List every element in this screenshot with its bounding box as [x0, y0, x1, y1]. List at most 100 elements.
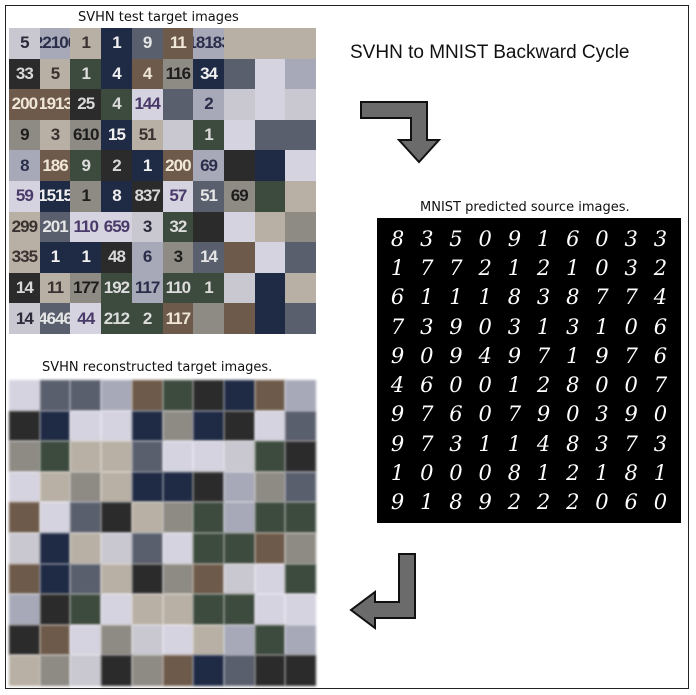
- svhn-image-cell: 9: [70, 150, 102, 181]
- svhn-image-cell: 144: [131, 89, 163, 120]
- svhn-reconstructed-cell: [162, 655, 194, 686]
- svhn-image-cell: 25: [70, 89, 102, 120]
- svhn-image-cell: 69: [223, 181, 255, 212]
- mnist-digit-cell: 8: [507, 461, 522, 486]
- svhn-reconstructed-cell: [101, 533, 132, 564]
- mnist-digit-cell: 7: [536, 343, 551, 368]
- svhn-digit-text: 4646: [39, 308, 71, 328]
- mnist-digit-cell: 2: [507, 490, 522, 515]
- svhn-image-cell: 1: [70, 28, 102, 59]
- svhn-reconstructed-cell: [193, 380, 224, 411]
- mnist-digit-cell: 0: [420, 343, 434, 368]
- mnist-digit-cell: 9: [449, 314, 463, 339]
- mnist-digit-cell: 4: [536, 431, 551, 456]
- svhn-reconstructed-cell: [39, 594, 71, 625]
- svhn-reconstructed-cell: [193, 594, 224, 625]
- svhn-image-cell: 212: [101, 303, 132, 334]
- svhn-reconstructed-cell: [131, 563, 163, 595]
- svhn-digit-text: 1: [81, 247, 92, 267]
- svhn-image-cell: 8: [101, 181, 132, 212]
- svhn-digit-text: 44: [77, 308, 95, 328]
- svhn-image-cell: 22100: [39, 28, 71, 59]
- svhn-reconstructed-cell: [285, 655, 316, 686]
- svhn-digit-text: 117: [165, 308, 191, 328]
- svhn-reconstructed-cell: [285, 471, 316, 503]
- svhn-image-cell: 3: [131, 211, 163, 243]
- svhn-image-cell: 1: [131, 150, 163, 181]
- svhn-digit-text: 200: [11, 94, 38, 114]
- svhn-reconstructed-cell: [39, 533, 71, 564]
- svhn-reconstructed-cell: [254, 563, 286, 595]
- svhn-reconstructed-cell: [285, 502, 316, 533]
- svhn-digit-text: 34: [200, 63, 218, 83]
- mnist-digit-cell: 4: [390, 373, 405, 398]
- svhn-reconstructed-cell: [254, 502, 286, 533]
- svhn-digit-text: 9: [81, 155, 92, 175]
- svhn-reconstructed-cell: [285, 410, 316, 442]
- svhn-image-cell: 200: [162, 150, 194, 181]
- svhn-reconstructed-cell: [101, 594, 132, 625]
- svhn-reconstructed-cell: [193, 471, 224, 503]
- mnist-digit-cell: 0: [478, 373, 492, 398]
- svhn-reconstructed-cell: [254, 380, 286, 411]
- svhn-reconstructed-cell: [101, 410, 132, 442]
- svhn-reconstructed-cell: [70, 410, 102, 442]
- mnist-digit-cell: 2: [478, 255, 492, 280]
- mnist-digit-cell: 9: [507, 343, 522, 368]
- svhn-target-image-grid: 5221001191118183335144116342001913254144…: [9, 28, 316, 334]
- mnist-digit-cell: 3: [653, 226, 668, 251]
- mnist-source-caption: MNIST predicted source images.: [420, 200, 630, 215]
- mnist-digit-cell: 9: [536, 402, 551, 427]
- svhn-reconstructed-cell: [70, 655, 102, 686]
- mnist-digit-cell: 8: [390, 226, 405, 251]
- mnist-digit-cell: 2: [653, 255, 668, 280]
- svhn-image-cell: [223, 150, 255, 181]
- svhn-image-cell: 5: [9, 28, 40, 59]
- svhn-image-cell: [223, 242, 255, 273]
- svhn-reconstructed-cell: [39, 624, 71, 656]
- svhn-digit-text: 8: [112, 186, 122, 206]
- svhn-digit-text: 59: [15, 186, 34, 206]
- svhn-digit-text: 1: [204, 278, 214, 298]
- svhn-digit-text: 1: [81, 33, 92, 53]
- mnist-digit-cell: 2: [536, 490, 551, 515]
- svhn-reconstructed-cell: [101, 471, 132, 503]
- svhn-image-cell: 15: [101, 119, 132, 151]
- svhn-digit-text: 5: [50, 63, 61, 83]
- mnist-digit-cell: 4: [653, 285, 668, 310]
- svhn-reconstructed-cell: [254, 533, 286, 564]
- svhn-digit-text: 212: [103, 308, 130, 328]
- svhn-reconstructed-image-grid: [9, 380, 316, 686]
- svhn-image-cell: 59: [9, 181, 40, 212]
- svhn-reconstructed-cell: [254, 655, 286, 686]
- svhn-image-cell: [285, 28, 316, 59]
- svhn-reconstructed-cell: [162, 380, 194, 411]
- svhn-digit-text: 2: [112, 155, 122, 175]
- mnist-digit-cell: 9: [449, 343, 463, 368]
- mnist-digit-cell: 7: [420, 431, 434, 456]
- mnist-digit-cell: 3: [420, 314, 434, 339]
- mnist-digit-cell: 7: [449, 255, 463, 280]
- svhn-image-cell: 1: [193, 272, 224, 304]
- svhn-digit-text: 177: [73, 278, 99, 298]
- svhn-reconstructed-cell: [131, 594, 163, 625]
- svhn-reconstructed-cell: [9, 380, 40, 411]
- svhn-digit-text: 2: [204, 94, 214, 114]
- mnist-digit-cell: 2: [566, 461, 580, 486]
- mnist-digit-cell: 0: [478, 461, 492, 486]
- svhn-reconstructed-cell: [9, 502, 40, 533]
- svhn-digit-text: 14: [15, 308, 34, 328]
- svhn-digit-text: 116: [165, 63, 191, 83]
- svhn-image-cell: 1: [70, 242, 102, 273]
- svhn-image-cell: 299: [9, 211, 40, 243]
- mnist-digit-cell: 7: [507, 402, 522, 427]
- svhn-reconstructed-cell: [101, 624, 132, 656]
- svhn-reconstructed-cell: [39, 471, 71, 503]
- svhn-reconstructed-cell: [131, 655, 163, 686]
- svhn-digit-text: 3: [50, 125, 61, 145]
- mnist-digit-cell: 9: [390, 343, 405, 368]
- svhn-reconstructed-cell: [162, 563, 194, 595]
- mnist-digit-cell: 1: [566, 343, 580, 368]
- svhn-image-cell: 1: [70, 58, 102, 90]
